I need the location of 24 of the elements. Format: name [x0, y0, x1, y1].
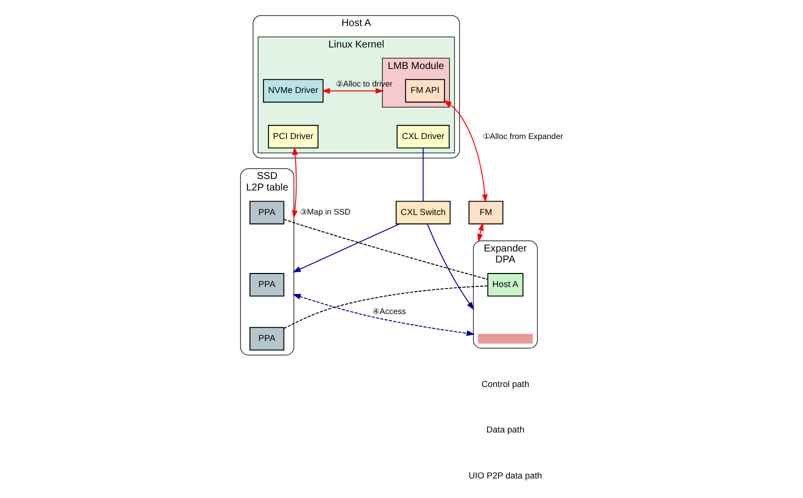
node-box: CXL Switch: [396, 200, 451, 224]
node-box: PPA: [249, 273, 284, 297]
node-box: CXL Driver: [396, 124, 450, 148]
connector: [283, 218, 488, 280]
connector: [284, 285, 488, 329]
node-box: PPA: [249, 200, 284, 224]
arrow: [292, 223, 400, 272]
node-box: PPA: [249, 326, 284, 350]
legend-label: Data path: [486, 424, 524, 435]
node-bar: [478, 334, 533, 344]
node-box: NVMe Driver: [262, 79, 324, 103]
legend-label: Control path: [481, 378, 530, 389]
arrow: [477, 222, 484, 242]
arrow: [426, 223, 474, 310]
connector: [422, 148, 424, 202]
node-box: FM: [468, 200, 504, 224]
node-box: FM API: [405, 79, 445, 103]
arrow: [443, 100, 488, 203]
arrow: [292, 146, 298, 218]
node-box: Host A: [487, 273, 524, 297]
arrow: [292, 294, 475, 336]
node-box: PCI Driver: [268, 124, 318, 148]
arrow: [322, 88, 384, 94]
legend-label: UIO P2P data path: [468, 470, 542, 480]
